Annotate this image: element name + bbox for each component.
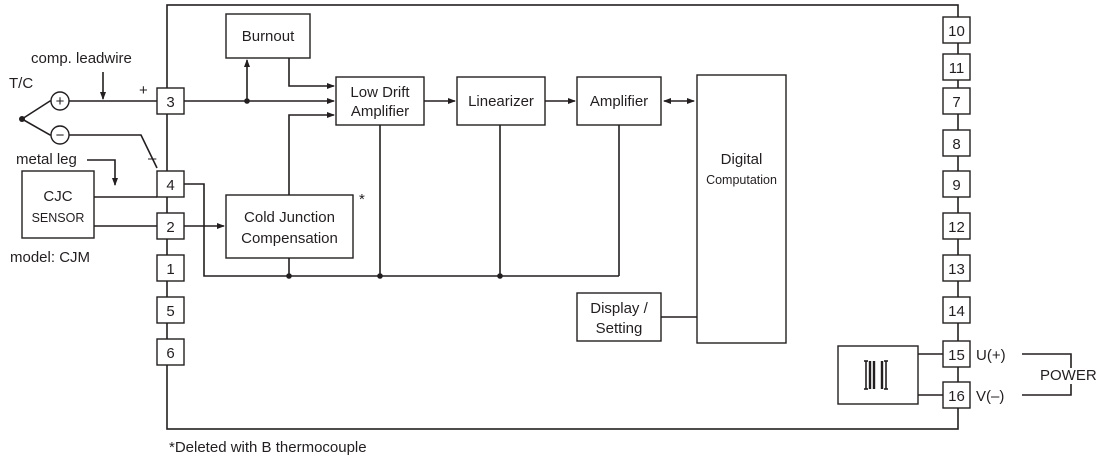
digital-label-line1: Digital — [721, 151, 763, 168]
common-bus-line — [184, 183, 619, 277]
junction-dot — [497, 273, 503, 279]
terminal-15-label: 15 — [948, 347, 965, 364]
comp-leadwire-label: comp. leadwire — [31, 50, 132, 67]
power-supply-box — [837, 345, 919, 405]
amplifier-block: Amplifier — [576, 76, 662, 126]
terminal-14 — [942, 296, 971, 324]
terminal-16-label: 16 — [948, 388, 965, 405]
cold-junction-compensation-block: Cold Junction Compensation — [225, 194, 354, 259]
burnout-output-line — [288, 58, 335, 89]
terminal-7 — [942, 87, 971, 115]
terminal-1 — [156, 254, 185, 282]
linearizer-label: Linearizer — [468, 93, 534, 110]
terminal-4 — [156, 170, 185, 198]
cjc-output-line — [288, 112, 335, 195]
power-bracket-top — [1022, 353, 1072, 368]
display-label-line1: Display / — [590, 300, 648, 317]
cjc-label-line1: CJC — [43, 188, 72, 205]
terminal-8 — [942, 129, 971, 157]
cold-junction-footnote-mark: * — [359, 191, 365, 208]
terminal-8-label: 8 — [952, 136, 960, 153]
tc-label: T/C — [9, 75, 33, 92]
metal-leg-label: metal leg — [16, 151, 77, 168]
power-bracket-bottom — [1022, 384, 1072, 396]
terminal-4-label: 4 — [166, 177, 174, 194]
power-section: U(+) V(–) POWER — [837, 345, 1097, 405]
burnout-label: Burnout — [242, 28, 295, 45]
terminal-10-label: 10 — [948, 23, 965, 40]
footnote: *Deleted with B thermocouple — [169, 439, 367, 456]
terminal-2-label: 2 — [166, 219, 174, 236]
thermocouple-input: comp. leadwire T/C + – + − metal leg CJC… — [9, 50, 158, 266]
terminal-5 — [156, 296, 185, 324]
terminal-11-label: 11 — [949, 60, 965, 77]
junction-dot — [286, 273, 292, 279]
terminal-9-label: 9 — [952, 177, 960, 194]
low-drift-label-line1: Low Drift — [350, 84, 410, 101]
terminal-9 — [942, 170, 971, 198]
terminal-6-label: 6 — [166, 345, 174, 362]
tc-negative-circle — [50, 125, 70, 145]
cjc-sensor-box — [21, 170, 95, 239]
right-terminal-block: 10 11 7 8 9 12 13 14 15 16 — [942, 16, 971, 409]
terminal-12-label: 12 — [948, 219, 965, 236]
low-drift-label-line2: Amplifier — [351, 103, 409, 120]
left-terminal-block: 3 4 2 1 5 6 — [156, 87, 185, 366]
amplifier-label: Amplifier — [590, 93, 648, 110]
terminal-6 — [156, 338, 185, 366]
burnout-block: Burnout — [225, 13, 311, 59]
display-setting-block: Display / Setting — [576, 292, 662, 342]
tc-negative-wire — [21, 118, 158, 169]
terminal-16 — [942, 381, 971, 409]
terminal-3-label: 3 — [166, 94, 174, 111]
u-plus-label: U(+) — [976, 347, 1006, 364]
model-label: model: CJM — [10, 249, 90, 266]
terminal-11 — [942, 53, 971, 81]
digital-computation-block: Digital Computation — [696, 74, 787, 344]
junction-dot — [377, 273, 383, 279]
terminal-1-label: 1 — [166, 261, 174, 278]
low-drift-amplifier-block: Low Drift Amplifier — [335, 76, 425, 126]
terminal-10 — [942, 16, 971, 44]
tc-positive-wire — [21, 100, 157, 120]
linearizer-block: Linearizer — [456, 76, 546, 126]
terminal-13-label: 13 — [948, 261, 965, 278]
cold-junction-label-line2: Compensation — [241, 230, 338, 247]
cjc-label-line2: SENSOR — [32, 211, 85, 225]
tc-positive-symbol: + — [56, 93, 65, 110]
terminal-12 — [942, 212, 971, 240]
terminal-15 — [942, 340, 971, 368]
v-minus-label: V(–) — [976, 388, 1004, 405]
tc-junction-dot — [19, 116, 25, 122]
signal-wiring — [184, 58, 697, 318]
terminal-13 — [942, 254, 971, 282]
tc-negative-symbol: − — [56, 127, 65, 144]
terminal-5-label: 5 — [166, 303, 174, 320]
cold-junction-label-line1: Cold Junction — [244, 209, 335, 226]
terminal-14-label: 14 — [948, 303, 965, 320]
plus-sign-label: + — [139, 82, 148, 99]
transformer-icon — [864, 360, 888, 390]
power-label: POWER — [1040, 367, 1097, 384]
metal-leg-pointer-arrow — [87, 159, 118, 186]
display-label-line2: Setting — [596, 320, 643, 337]
tc-positive-circle — [50, 91, 70, 111]
digital-label-line2: Computation — [706, 173, 777, 187]
terminal-7-label: 7 — [952, 94, 960, 111]
